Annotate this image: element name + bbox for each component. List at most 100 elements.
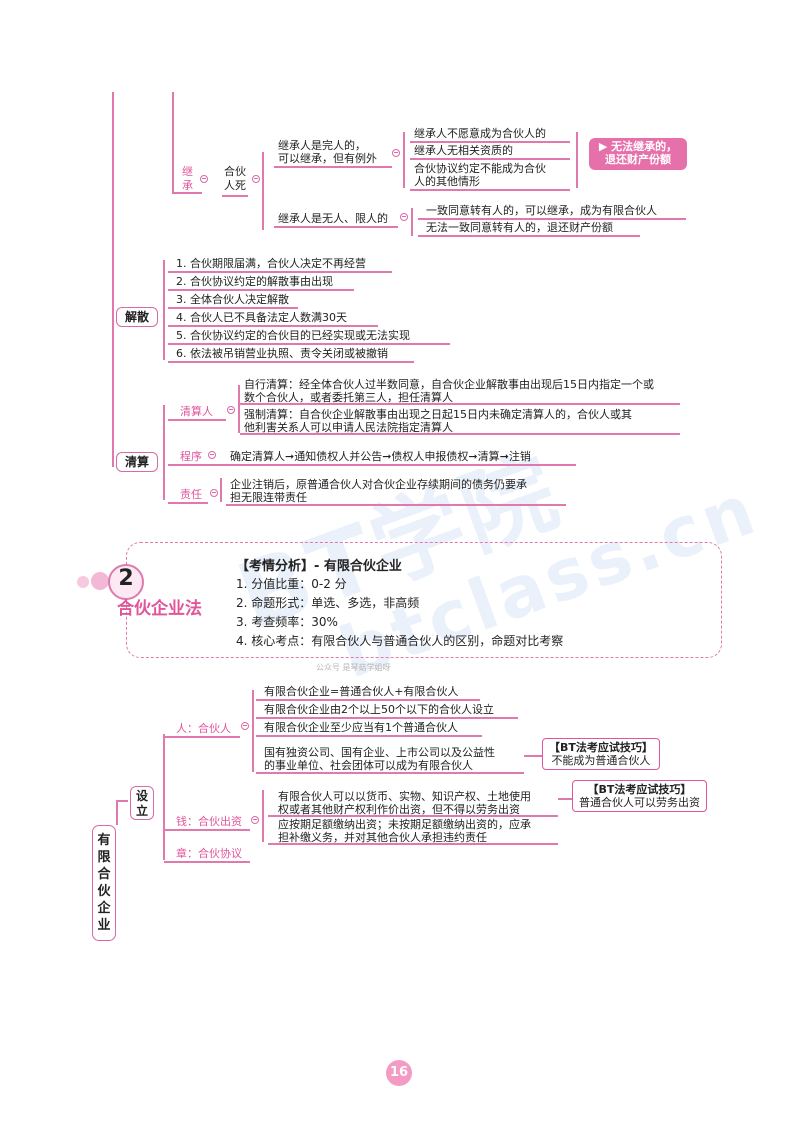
page-number-circle (386, 1060, 412, 1086)
exception-1: 继承人不愿意成为合伙人的 (414, 127, 546, 140)
item-underline (168, 325, 378, 327)
liquidator-label: 清算人 (180, 405, 213, 418)
procedure-text: 确定清算人➞通知债权人并公告➞债权人申报债权➞清算➞注销 (230, 450, 531, 463)
exception-3: 合伙协议约定不能成为合伙人的其他情形 (414, 162, 546, 188)
cannot-inherit-result: ▶ 无法继承的， 退还财产份额 (589, 138, 687, 170)
money-underline (164, 829, 250, 831)
money-point: 应按期足额缴纳出资；未按期足额缴纳出资的，应承担补缴义务，并对其他合伙人承担违约… (278, 818, 531, 844)
collapse-dot[interactable] (208, 451, 216, 459)
option-underline (418, 218, 686, 220)
money-branch-line (262, 790, 264, 842)
person-point: 国有独资公司、国有企业、上市公司以及公益性的事业单位、社会团体可以成为有限合伙人 (264, 746, 495, 772)
collapse-dot[interactable] (210, 489, 218, 497)
liquidator-branch-line (238, 385, 240, 433)
item-underline (168, 361, 414, 363)
point-underline (256, 717, 518, 719)
procedure-text-underline (226, 464, 576, 466)
death-underline (222, 195, 248, 197)
analysis-point: 3. 考查频率：30% (236, 615, 338, 629)
section-number: 2 (118, 566, 134, 591)
point-underline (256, 699, 480, 701)
play-icon: ▶ (598, 140, 612, 153)
person-point: 有限合伙企业至少应当有1个普通合伙人 (264, 721, 458, 734)
point-underline (256, 772, 524, 774)
incapable-option-1: 一致同意转有人的，可以继承，成为有限合伙人 (426, 204, 657, 217)
point-underline (268, 843, 558, 845)
exception-branch-line (403, 132, 405, 188)
collapse-dot[interactable] (251, 816, 259, 824)
person-label: 人：合伙人 (176, 722, 231, 735)
incapable-option-2: 无法一致同意转有人的，退还财产份额 (426, 221, 613, 234)
self-liquidation: 自行清算：经全体合伙人过半数同意，自合伙企业解散事由出现后15日内指定一个或数个… (244, 378, 654, 404)
capable-underline (274, 166, 392, 168)
incapable-branch-line (411, 208, 413, 236)
establish-trunk (163, 734, 165, 860)
analysis-point: 2. 命题形式：单选、多选，非高频 (236, 596, 420, 610)
money-label: 钱：合伙出资 (176, 815, 242, 828)
establish-node: 设立 (130, 786, 154, 820)
exception-underline (410, 141, 570, 143)
exception-2: 继承人无相关资质的 (414, 144, 513, 157)
dissolution-item: 2. 合伙协议约定的解散事由出现 (176, 275, 333, 288)
capable-heir-text: 继承人是完人的，可以继承，但有例外 (278, 139, 377, 165)
procedure-label: 程序 (180, 450, 202, 463)
collapse-dot[interactable] (400, 213, 408, 221)
collapse-dot[interactable] (227, 406, 235, 414)
item-underline (168, 343, 450, 345)
root-connector-vertical (116, 800, 118, 825)
point-underline (256, 735, 482, 737)
option-underline (418, 235, 640, 237)
self-underline (240, 403, 680, 405)
inherit-branch-label: 继承 (182, 165, 193, 192)
liability-text: 企业注销后，原普通合伙人对合伙企业存续期间的债务仍要承担无限连带责任 (230, 478, 527, 504)
inherit-trunk-line (172, 92, 174, 192)
section-bubble-small (77, 576, 89, 588)
tip-connector (558, 798, 572, 800)
collapse-dot[interactable] (241, 722, 249, 730)
exception-underline (410, 158, 570, 160)
main-trunk-line (112, 92, 114, 467)
incapable-heir-text: 继承人是无人、限人的 (278, 212, 388, 225)
collapse-dot[interactable] (252, 175, 260, 183)
analysis-title: 【考情分析】- 有限合伙企业 (236, 559, 402, 574)
dissolution-item: 6. 依法被吊销营业执照、责令关闭或被撤销 (176, 347, 388, 360)
money-point: 有限合伙人可以以货币、实物、知识产权、土地使用权或者其他财产权利作价出资，但不得… (278, 790, 531, 816)
page-number: 16 (389, 1065, 409, 1080)
forced-liquidation: 强制清算：自合伙企业解散事由出现之日起15日内未确定清算人的，合伙人或其他利害关… (244, 408, 632, 434)
section-number-circle (108, 564, 144, 600)
dissolution-node: 解散 (116, 307, 158, 327)
liability-text-underline (226, 504, 566, 506)
liquidator-underline (168, 419, 226, 421)
collapse-dot[interactable] (392, 149, 400, 157)
analysis-point: 4. 核心考点：有限合伙人与普通合伙人的区别，命题对比考察 (236, 634, 564, 648)
limited-partnership-root: 有限合 伙企业 (92, 825, 116, 941)
root-connector (116, 800, 128, 802)
person-branch-line (252, 690, 254, 772)
analysis-box (126, 542, 722, 658)
incapable-underline (274, 226, 398, 228)
item-underline (168, 271, 392, 273)
brace-line (576, 132, 578, 188)
dissolution-item: 4. 合伙人已不具备法定人数满30天 (176, 311, 347, 324)
inherit-branch-underline (172, 192, 202, 194)
person-point: 有限合伙企业=普通合伙人+有限合伙人 (264, 685, 459, 698)
person-underline (164, 736, 240, 738)
collapse-dot[interactable] (200, 175, 208, 183)
item-underline (168, 289, 354, 291)
exception-underline (410, 189, 570, 191)
liability-branch-line (220, 478, 222, 502)
procedure-underline (168, 464, 226, 466)
death-label: 合伙人死 (224, 165, 246, 192)
section-title: 合伙企业法 (117, 599, 202, 619)
liquidation-node: 清算 (116, 452, 158, 472)
seal-underline (164, 861, 250, 863)
dissolution-item: 5. 合伙协议约定的合伙目的已经实现或无法实现 (176, 329, 410, 342)
forced-underline (240, 433, 680, 435)
dissolution-item: 3. 全体合伙人决定解散 (176, 293, 289, 306)
dissolution-item: 1. 合伙期限届满，合伙人决定不再经营 (176, 257, 366, 270)
analysis-point: 1. 分值比重：0-2 分 (236, 577, 347, 591)
liquidation-branch-line (163, 405, 165, 500)
tip-connector (524, 755, 542, 757)
seal-label: 章：合伙协议 (176, 847, 242, 860)
liability-underline (168, 502, 208, 504)
